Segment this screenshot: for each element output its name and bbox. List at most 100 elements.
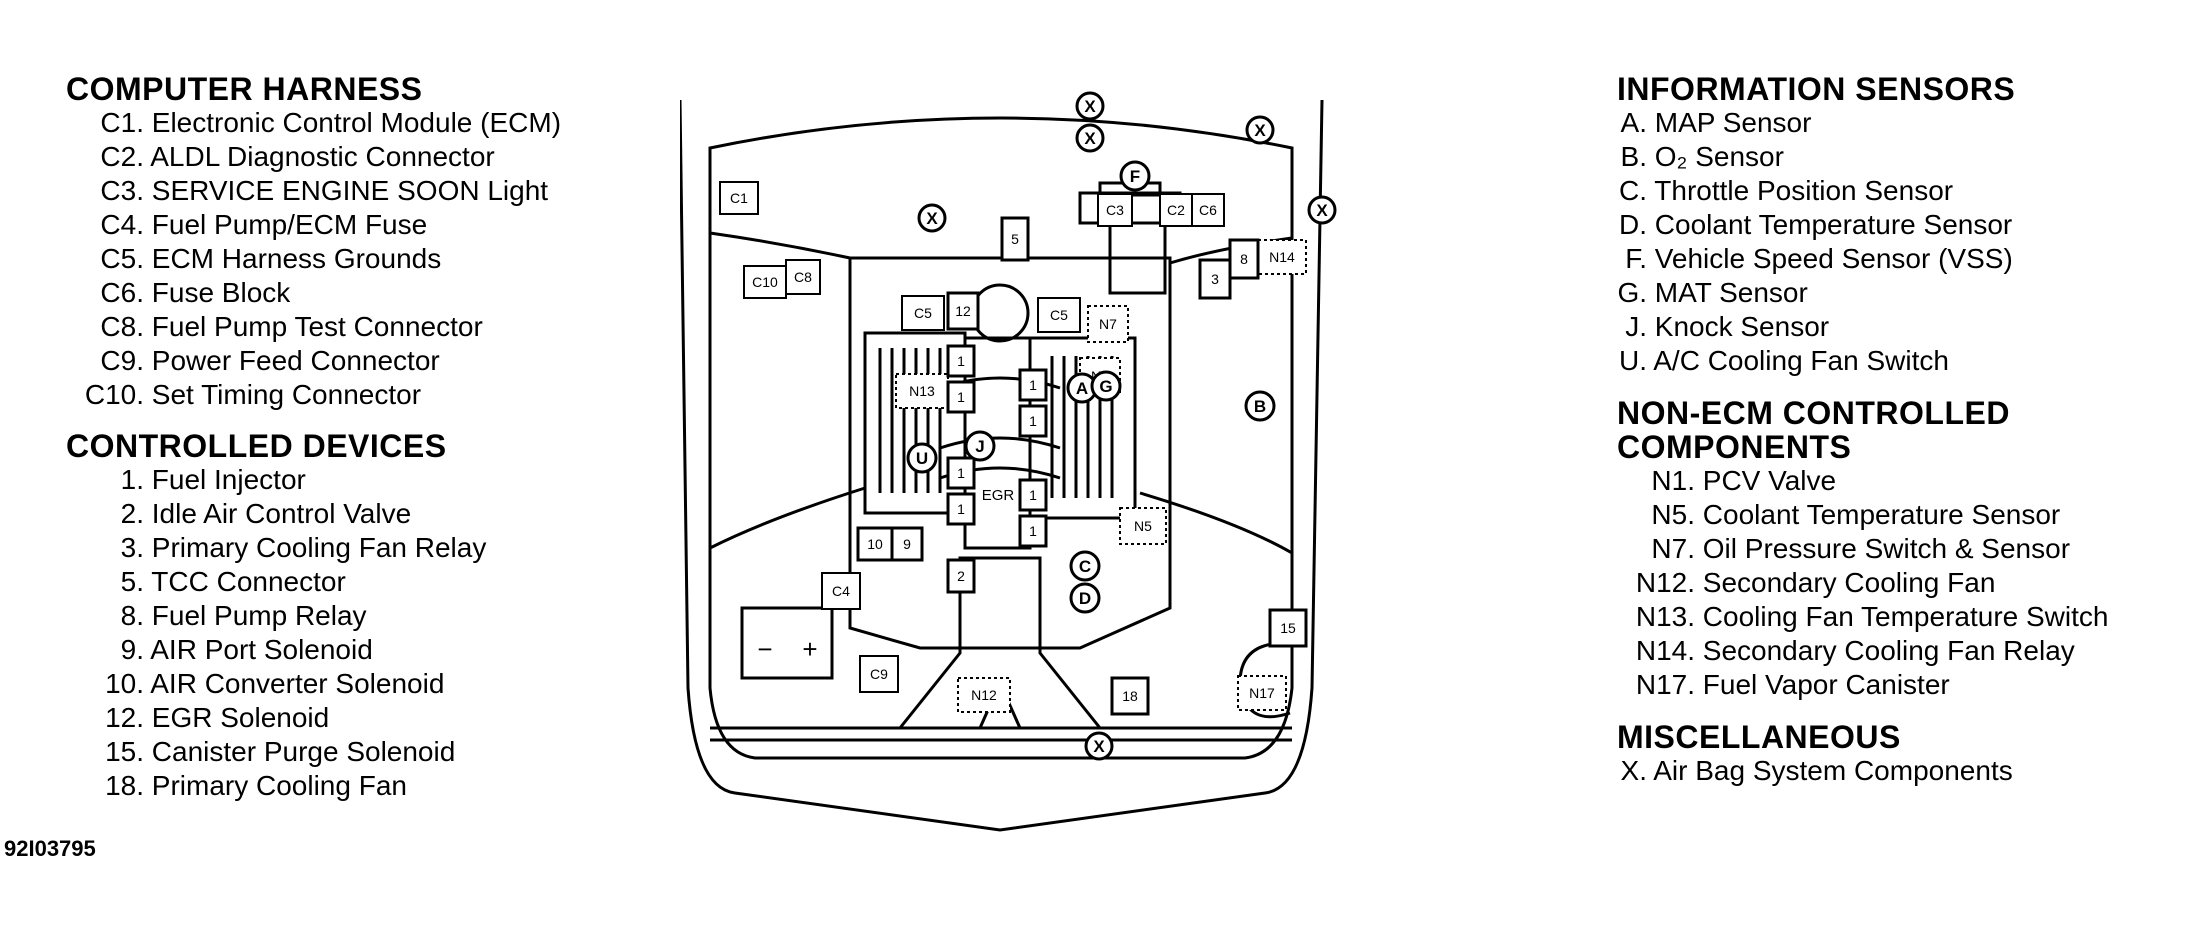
left-fender-arc [709, 231, 851, 260]
box-n12: N12 [957, 677, 1011, 713]
box-c5-left: C5 [901, 295, 945, 331]
non-ecm-title-line1: NON-ECM CONTROLLED [1617, 395, 2010, 431]
battery [740, 606, 834, 680]
box-n14: N14 [1257, 239, 1307, 275]
marker-x-5: X [1307, 195, 1337, 225]
legend-item-c4: C4. Fuel Pump/ECM Fuse [100, 209, 428, 240]
marker-x-6: X [1084, 731, 1114, 761]
legend-item-g: G. MAT Sensor [1617, 277, 1808, 308]
marker-b: B [1244, 390, 1276, 422]
svg-text:5: 5 [1011, 231, 1019, 247]
svg-text:12: 12 [955, 303, 971, 319]
svg-text:8: 8 [1240, 251, 1248, 267]
legend-item-n13: N13. Cooling Fan Temperature Switch [1635, 601, 2109, 632]
svg-text:N12: N12 [971, 687, 997, 703]
engine-compartment-diagram: EGR − + C1 C3 C2 C6 C10 C8 C5 C5 C4 C9 N… [680, 91, 1337, 832]
legend-item-c8: C8. Fuel Pump Test Connector [100, 311, 483, 342]
legend-item-12: 12. EGR Solenoid [105, 702, 330, 733]
non-ecm-title-line2: COMPONENTS [1617, 429, 1852, 465]
legend-item-9: 9. AIR Port Solenoid [120, 634, 373, 665]
marker-g: G [1090, 370, 1122, 402]
svg-text:C9: C9 [870, 666, 888, 682]
svg-text:B: B [1254, 397, 1266, 416]
battery-plus: + [802, 634, 817, 664]
svg-text:X: X [1316, 201, 1328, 220]
legend-item-18: 18. Primary Cooling Fan [105, 770, 407, 801]
box-n7: N7 [1087, 305, 1129, 343]
injector-7: 1 [1018, 478, 1048, 512]
box-c5-right: C5 [1037, 297, 1081, 333]
computer-harness-title: COMPUTER HARNESS [66, 71, 423, 107]
box-10: 10 [856, 526, 894, 562]
svg-text:9: 9 [903, 536, 911, 552]
marker-j: J [964, 430, 996, 462]
injector-8: 1 [1018, 514, 1048, 548]
legend-item-c1: C1. Electronic Control Module (ECM) [100, 107, 562, 138]
box-18: 18 [1110, 676, 1150, 716]
svg-text:18: 18 [1122, 688, 1138, 704]
legend-item-c: C. Throttle Position Sensor [1619, 175, 1954, 206]
svg-text:15: 15 [1280, 620, 1296, 636]
exhaust-y [896, 556, 1104, 730]
svg-text:1: 1 [957, 389, 965, 405]
svg-text:1: 1 [1029, 377, 1037, 393]
legend-item-3: 3. Primary Cooling Fan Relay [120, 532, 487, 563]
figure-id: 92I03795 [4, 836, 96, 861]
svg-text:D: D [1079, 589, 1091, 608]
box-12: 12 [946, 291, 980, 331]
svg-text:X: X [1084, 97, 1096, 116]
legend-item-c10: C10. Set Timing Connector [84, 379, 422, 410]
legend-item-n14: N14. Secondary Cooling Fan Relay [1635, 635, 2075, 666]
legend-item-x: X. Air Bag System Components [1620, 755, 2013, 786]
engine-outline [848, 256, 1172, 650]
svg-text:J: J [975, 437, 984, 456]
legend-item-a: A. MAP Sensor [1620, 107, 1812, 138]
legend-item-c9: C9. Power Feed Connector [100, 345, 440, 376]
battery-minus: − [757, 634, 772, 664]
box-c9: C9 [859, 655, 899, 693]
svg-text:C5: C5 [914, 305, 932, 321]
miscellaneous-title: MISCELLANEOUS [1617, 719, 1901, 755]
box-9: 9 [890, 526, 924, 562]
svg-text:N7: N7 [1099, 316, 1117, 332]
svg-text:1: 1 [957, 501, 965, 517]
box-c2: C2 [1159, 193, 1193, 227]
box-c8: C8 [785, 259, 821, 295]
svg-text:X: X [1093, 737, 1105, 756]
marker-d: D [1069, 582, 1101, 614]
svg-text:C4: C4 [832, 583, 850, 599]
box-2: 2 [946, 558, 976, 594]
svg-text:1: 1 [1029, 413, 1037, 429]
legend-item-8: 8. Fuel Pump Relay [120, 600, 367, 631]
marker-x-3: X [1245, 115, 1275, 145]
svg-text:A: A [1076, 379, 1088, 398]
legend-item-f: F. Vehicle Speed Sensor (VSS) [1625, 243, 2013, 274]
svg-text:C2: C2 [1167, 202, 1185, 218]
svg-text:C8: C8 [794, 269, 812, 285]
marker-x-2: X [1075, 123, 1105, 153]
legend-item-c3: C3. SERVICE ENGINE SOON Light [100, 175, 549, 206]
left-lower-arc [709, 486, 866, 550]
marker-x-4: X [917, 203, 947, 233]
svg-text:X: X [926, 209, 938, 228]
information-sensors-title: INFORMATION SENSORS [1617, 71, 2016, 107]
legend-item-b: B. O₂ Sensor [1620, 141, 1784, 172]
controlled-devices-title: CONTROLLED DEVICES [66, 428, 447, 464]
box-8: 8 [1228, 238, 1260, 280]
injector-2: 1 [946, 380, 976, 414]
box-c1: C1 [719, 181, 759, 215]
box-15: 15 [1268, 608, 1308, 648]
box-c4: C4 [821, 572, 861, 610]
marker-x-1: X [1075, 91, 1105, 121]
right-lower-arc [1139, 491, 1293, 555]
box-3: 3 [1198, 258, 1232, 300]
legend-item-d: D. Coolant Temperature Sensor [1619, 209, 2013, 240]
legend-item-n7: N7. Oil Pressure Switch & Sensor [1651, 533, 2071, 564]
egr-label: EGR [982, 487, 1015, 504]
legend-item-10: 10. AIR Converter Solenoid [105, 668, 445, 699]
svg-text:C10: C10 [752, 274, 778, 290]
box-c10: C10 [743, 265, 787, 299]
legend-item-2: 2. Idle Air Control Valve [120, 498, 412, 529]
injector-1: 1 [946, 344, 976, 378]
injector-5: 1 [1018, 368, 1048, 402]
